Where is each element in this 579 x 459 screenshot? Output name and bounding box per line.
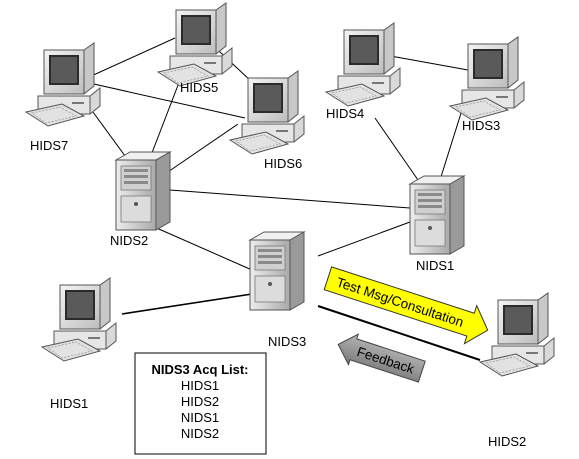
computer-icon-hids1	[41, 277, 117, 362]
computer-icon-hids7	[25, 42, 101, 127]
acq-list-item: NIDS1	[181, 410, 219, 425]
connection-lines	[77, 37, 481, 361]
node-label-hids3: HIDS3	[462, 118, 500, 133]
node-label-hids7: HIDS7	[30, 138, 68, 153]
node-label-hids4: HIDS4	[326, 106, 364, 121]
link-nids3-nids1	[317, 221, 411, 257]
acq-list-title: NIDS3 Acq List:	[151, 362, 248, 377]
link-hids3-nids1	[439, 109, 463, 181]
node-label-hids6: HIDS6	[264, 156, 302, 171]
link-nids3-hids1	[121, 293, 253, 315]
node-label-nids1: NIDS1	[416, 258, 454, 273]
node-label-hids5: HIDS5	[180, 80, 218, 95]
link-nids2-nids3	[151, 225, 253, 271]
link-hids6-nids2	[161, 123, 239, 177]
link-hids7-hids6	[84, 81, 246, 119]
computer-icon-hids5	[157, 2, 233, 87]
link-nids3-hids2	[317, 305, 481, 361]
test-msg-label: Test Msg/Consultation	[335, 275, 466, 330]
node-label-nids2: NIDS2	[110, 233, 148, 248]
link-hids7-nids2	[89, 107, 129, 161]
link-hids4-nids1	[374, 117, 419, 181]
acq-list-item: HIDS2	[181, 394, 219, 409]
acq-list-box: NIDS3 Acq List: HIDS1 HIDS2 NIDS1 NIDS2	[134, 352, 267, 455]
link-nids2-nids1	[169, 189, 411, 209]
server-icon-nids3	[249, 231, 305, 311]
computer-icon-hids3	[449, 36, 525, 121]
node-label-nids3: NIDS3	[268, 334, 306, 349]
acq-list-item: HIDS1	[181, 378, 219, 393]
node-label-hids2: HIDS2	[488, 434, 526, 449]
computer-icon-hids6	[229, 70, 305, 155]
computer-icon-hids4	[325, 22, 401, 107]
node-label-hids1: HIDS1	[50, 396, 88, 411]
acq-list-item: NIDS2	[181, 426, 219, 441]
server-icon-nids2	[115, 151, 171, 231]
link-hids4-hids3	[384, 54, 469, 71]
link-hids5-nids2	[149, 79, 181, 159]
server-icon-nids1	[409, 175, 465, 255]
computer-icon-hids2	[479, 292, 555, 377]
